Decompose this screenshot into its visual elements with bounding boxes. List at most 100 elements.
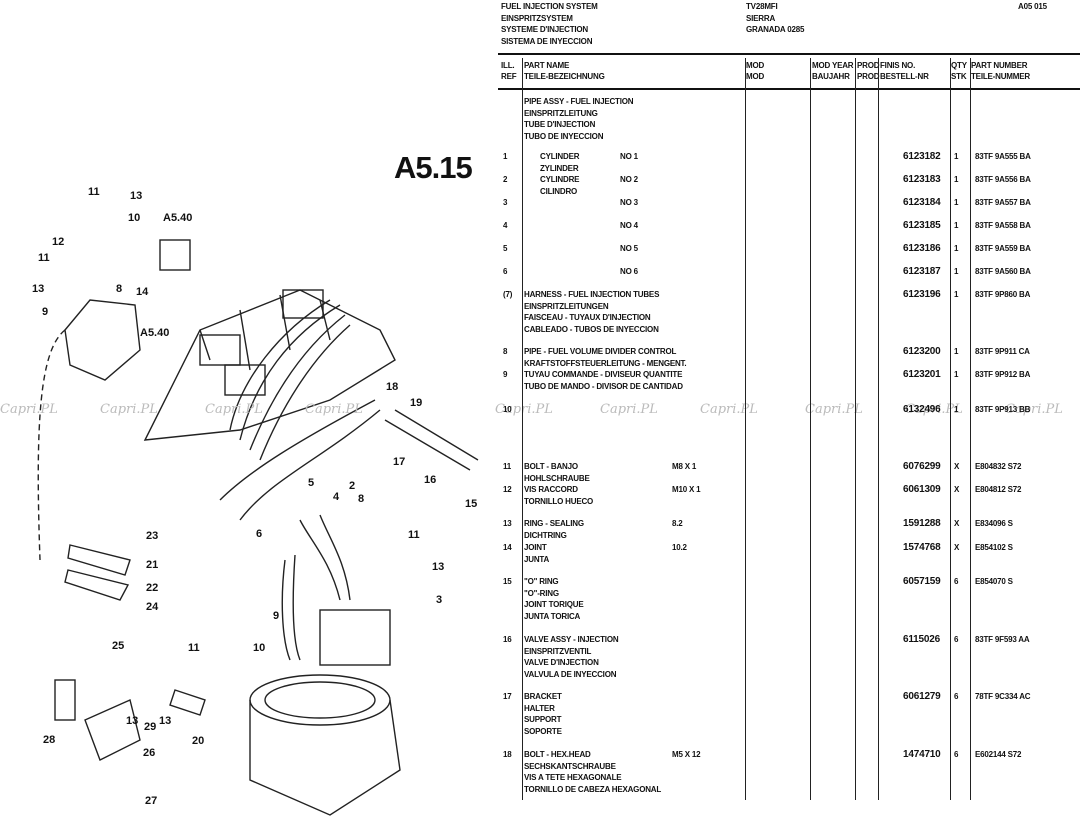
text-line: JOINT [524, 543, 547, 552]
text-line: TUBE D'INJECTION [524, 120, 596, 129]
diagram-callout: 9 [273, 610, 280, 622]
watermark: Capri.PL [305, 402, 363, 417]
column-header-qty: STK [951, 72, 967, 81]
text-line: CYLINDER [540, 152, 580, 161]
part-spec: NO 6 [620, 267, 638, 276]
diagram-callout: 11 [408, 529, 420, 541]
diagram-callout: 13 [126, 715, 139, 727]
column-divider [878, 58, 880, 800]
text-line: SIERRA [746, 13, 776, 23]
diagram-callout: 11 [38, 252, 50, 264]
text-line: EINSPRITZLEITUNGEN [524, 301, 609, 311]
diagram-callout: A5.40 [140, 327, 170, 339]
part-spec: 10.2 [672, 543, 687, 552]
column-header-year: BAUJAHR [812, 72, 850, 81]
finis-number: 6123196 [903, 289, 941, 300]
quantity: 1 [954, 175, 959, 184]
finis-number: 6123185 [903, 220, 941, 231]
ill-ref: 17 [503, 692, 512, 701]
diagram-callout: 3 [436, 594, 443, 606]
column-header-fins: FINIS NO. [880, 61, 916, 70]
finis-number: 6123186 [903, 243, 941, 254]
diagram-callout: 8 [116, 283, 123, 295]
text-line: JOINT TORIQUE [524, 600, 584, 609]
header-rule [498, 53, 1080, 55]
diagram-callout: 19 [410, 397, 423, 409]
system-title: FUEL INJECTION SYSTEM EINSPRITZSYSTEM SYST… [501, 1, 598, 47]
column-header-mod: MOD [746, 61, 765, 70]
text-line: TV28MFI [746, 2, 778, 11]
text-line: HARNESS - FUEL INJECTION TUBES [524, 290, 660, 299]
text-line: GRANADA 0285 [746, 25, 805, 34]
part-number: 83TF 9A558 BA [975, 221, 1031, 230]
ill-ref: 11 [503, 462, 512, 471]
diagram-callout: 10 [253, 642, 266, 654]
column-header-qty: QTY [951, 61, 967, 70]
text-line: FUEL INJECTION SYSTEM [501, 2, 598, 11]
ill-ref: 10 [503, 405, 512, 414]
diagram-callout: 2 [349, 480, 356, 492]
column-header-part: TEILE-NUMMER [971, 72, 1030, 81]
finis-number: 1591288 [903, 518, 941, 529]
column-header-name: TEILE-BEZEICHNUNG [524, 72, 605, 81]
diagram-callout: 25 [112, 640, 125, 652]
part-number: E834096 S [975, 519, 1013, 528]
diagram-callout: 13 [432, 561, 445, 573]
ill-ref: 15 [503, 577, 512, 586]
part-number: 83TF 9P860 BA [975, 290, 1031, 299]
column-divider [970, 58, 972, 800]
ill-ref: 12 [503, 485, 512, 494]
text-line: EINSPRITZSYSTEM [501, 13, 573, 23]
diagram-callout: 22 [146, 582, 159, 594]
part-spec: NO 1 [620, 152, 638, 161]
part-number: 78TF 9C334 AC [975, 692, 1031, 701]
quantity: 1 [954, 370, 959, 379]
text-line: SOPORTE [524, 726, 562, 736]
quantity: X [954, 485, 960, 494]
text-line: VALVULA DE INYECCION [524, 669, 617, 679]
diagram-callout: 23 [146, 530, 159, 542]
ill-ref: 6 [503, 267, 508, 276]
text-line: EINSPRITZVENTIL [524, 646, 592, 656]
part-spec: 8.2 [672, 519, 683, 528]
part-number: 83TF 9P911 CA [975, 347, 1030, 356]
text-line: VALVE D'INJECTION [524, 658, 599, 667]
diagram-callout: 13 [130, 190, 143, 202]
ill-ref: 2 [503, 175, 508, 184]
quantity: 1 [954, 221, 959, 230]
column-header-fins: BESTELL-NR [880, 72, 929, 81]
finis-number: 6132496 [903, 404, 941, 415]
quantity: 1 [954, 405, 959, 414]
part-spec: NO 5 [620, 244, 638, 253]
text-line: SECHSKANTSCHRAUBE [524, 761, 616, 771]
diagram-callout: A5.40 [163, 212, 193, 224]
part-number: 83TF 9A560 BA [975, 267, 1031, 276]
diagram-callout: 13 [159, 715, 172, 727]
part-spec: NO 2 [620, 175, 638, 184]
text-line: BRACKET [524, 692, 562, 701]
diagram-callout: 20 [192, 735, 205, 747]
diagram-callout: 6 [256, 528, 263, 540]
diagram-callout: 5 [308, 477, 315, 489]
part-number: E854102 S [975, 543, 1013, 552]
ill-ref: 3 [503, 198, 508, 207]
text-line: KRAFTSTOFFSTEUERLEITUNG - MENGENT. [524, 358, 687, 368]
column-header-part: PART NUMBER [971, 61, 1028, 70]
ill-ref: 4 [503, 221, 508, 230]
diagram-callout: 18 [386, 381, 399, 393]
text-line: SYSTEME D'INJECTION [501, 25, 589, 34]
ill-ref: 18 [503, 750, 512, 759]
watermark: Capri.PL [495, 402, 553, 417]
column-header-ref: REF [501, 72, 517, 81]
quantity: 6 [954, 577, 959, 586]
part-spec: NO 3 [620, 198, 638, 207]
text-line: "O" RING [524, 577, 559, 586]
text-line: PIPE - FUEL VOLUME DIVIDER CONTROL [524, 347, 677, 356]
text-line: TORNILLO DE CABEZA HEXAGONAL [524, 784, 662, 794]
ill-ref: 1 [503, 152, 508, 161]
ill-ref: (7) [503, 290, 513, 299]
